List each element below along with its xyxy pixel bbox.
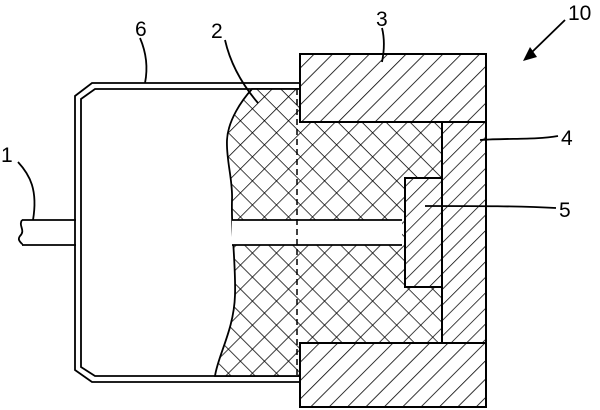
label-4: 4 (561, 127, 573, 150)
label-1: 1 (1, 144, 13, 167)
upper-block (299, 53, 487, 123)
label-2: 2 (211, 20, 223, 43)
center-channel (232, 220, 402, 245)
wire (18, 219, 76, 246)
assembly-arrowhead (523, 47, 537, 61)
label-10: 10 (568, 2, 591, 25)
leader-lines (17, 19, 566, 221)
label-3: 3 (376, 8, 388, 31)
outer-shell (74, 82, 300, 383)
lower-block (299, 342, 487, 408)
inner-plug (404, 177, 443, 288)
label-6: 6 (135, 18, 147, 41)
end-block (441, 121, 487, 344)
label-5: 5 (559, 199, 571, 222)
